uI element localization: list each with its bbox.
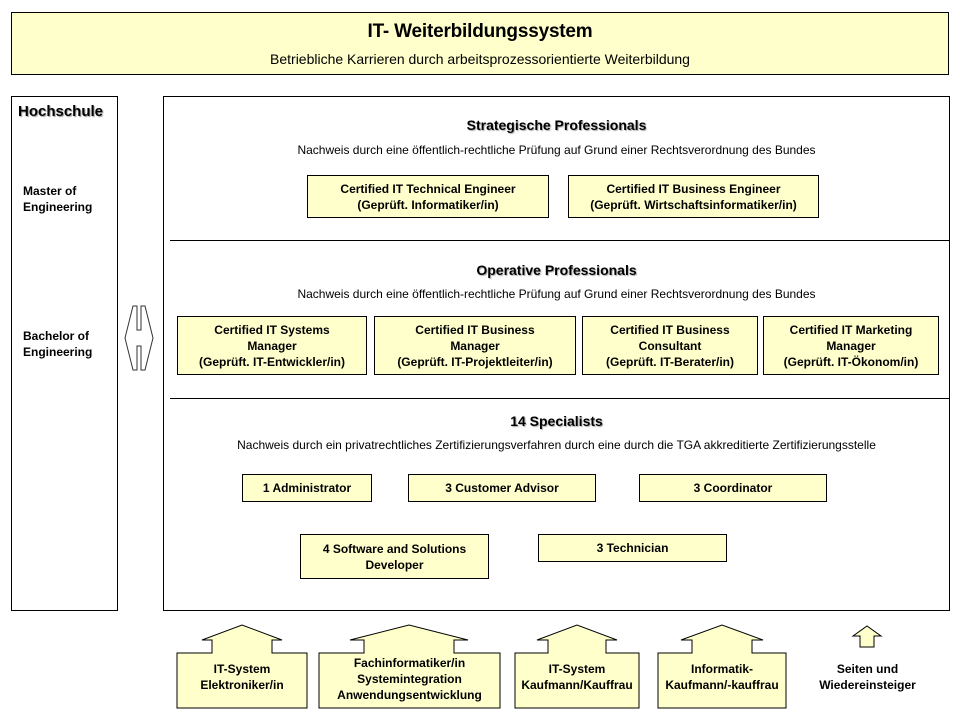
- box-line: (Geprüft. Wirtschaftsinformatiker/in): [590, 197, 797, 212]
- entry-line: Anwendungsentwicklung: [337, 688, 482, 702]
- box-coordinator: 3 Coordinator: [639, 474, 827, 502]
- box-line: Certified IT Business: [610, 322, 730, 337]
- box-administrator: 1 Administrator: [242, 474, 372, 502]
- page-subtitle: Betriebliche Karrieren durch arbeitsproz…: [270, 51, 690, 67]
- section-title-strategic: Strategische Professionals: [466, 117, 647, 133]
- entry-line: Kaufmann/Kauffrau: [521, 678, 633, 692]
- up-arrow-icon: [657, 624, 787, 709]
- box-line: 3 Coordinator: [693, 481, 773, 495]
- section-subtitle-specialists: Nachweis durch ein privatrechtliches Zer…: [237, 438, 876, 452]
- box-it-business-engineer: Certified IT Business Engineer(Geprüft. …: [568, 175, 819, 218]
- degree-label: Bachelor of: [23, 329, 90, 343]
- entry-line: Seiten und: [836, 662, 899, 676]
- box-line: Manager: [826, 338, 876, 353]
- entry-line: IT-System: [548, 662, 606, 676]
- box-line: Manager: [450, 338, 500, 353]
- degree-master: Master of Engineering: [23, 183, 92, 215]
- hochschule-title: Hochschule: [18, 103, 104, 120]
- section-title-specialists: 14 Specialists: [510, 413, 603, 429]
- main-panel: Strategische Professionals Nachweis durc…: [163, 96, 950, 611]
- box-line: Developer: [365, 557, 424, 572]
- box-line: (Geprüft. IT-Ökonom/in): [783, 354, 919, 369]
- box-line: Certified IT Business: [415, 322, 535, 337]
- up-arrow-icon: [318, 624, 501, 709]
- box-line: (Geprüft. IT-Projektleiter/in): [397, 354, 553, 369]
- double-arrow-icon: [124, 305, 154, 371]
- entry-line: Informatik-: [690, 662, 753, 676]
- hochschule-panel: Hochschule Master of Engineering Bachelo…: [11, 96, 118, 611]
- box-line: 4 Software and Solutions: [322, 541, 467, 556]
- entry-line: IT-System: [213, 662, 271, 676]
- box-it-technical-engineer: Certified IT Technical Engineer(Geprüft.…: [307, 175, 549, 218]
- degree-label: Engineering: [23, 200, 93, 214]
- entry-informatik-kaufmann: Informatik- Kaufmann/-kauffrau: [658, 661, 786, 693]
- header-banner: IT- Weiterbildungssystem Betriebliche Ka…: [11, 12, 949, 75]
- entry-it-system-elektroniker: IT-System Elektroniker/in: [177, 661, 307, 693]
- box-line: (Geprüft. Informatiker/in): [357, 197, 499, 212]
- entry-fachinformatiker: Fachinformatiker/in Systemintegration An…: [319, 655, 500, 703]
- box-line: 3 Customer Advisor: [445, 481, 559, 495]
- degree-bachelor: Bachelor of Engineering: [23, 328, 92, 360]
- box-line: 1 Administrator: [262, 481, 352, 495]
- box-line: Certified IT Business Engineer: [606, 181, 781, 196]
- entry-line: Systemintegration: [357, 672, 462, 686]
- entry-line: Wiedereinsteiger: [819, 678, 916, 692]
- box-technician: 3 Technician: [538, 534, 727, 562]
- small-up-arrow-icon: [851, 625, 883, 648]
- degree-label: Master of: [23, 184, 77, 198]
- entry-seiteneinsteiger: Seiten und Wiedereinsteiger: [800, 661, 935, 693]
- up-arrow-icon: [514, 624, 640, 709]
- entry-line: Kaufmann/-kauffrau: [665, 678, 779, 692]
- section-divider: [170, 240, 949, 241]
- box-line: Consultant: [638, 338, 702, 353]
- degree-label: Engineering: [23, 345, 93, 359]
- section-title-operative: Operative Professionals: [476, 262, 637, 278]
- up-arrow-icon: [176, 624, 308, 709]
- entry-line: Elektroniker/in: [200, 678, 284, 692]
- box-line: Certified IT Technical Engineer: [340, 181, 516, 196]
- box-line: (Geprüft. IT-Entwickler/in): [198, 354, 345, 369]
- entry-line: Fachinformatiker/in: [353, 656, 466, 670]
- entry-it-system-kaufmann: IT-System Kaufmann/Kauffrau: [515, 661, 639, 693]
- box-line: 3 Technician: [596, 541, 669, 555]
- box-line: (Geprüft. IT-Berater/in): [605, 354, 734, 369]
- box-customer-advisor: 3 Customer Advisor: [408, 474, 596, 502]
- section-subtitle-operative: Nachweis durch eine öffentlich-rechtlich…: [297, 287, 816, 301]
- section-divider: [170, 398, 949, 399]
- page-title: IT- Weiterbildungssystem: [367, 21, 593, 42]
- section-subtitle-strategic: Nachweis durch eine öffentlich-rechtlich…: [297, 143, 816, 157]
- box-line: Certified IT Marketing: [789, 322, 913, 337]
- box-line: Certified IT Systems: [214, 322, 330, 337]
- box-line: Manager: [247, 338, 297, 353]
